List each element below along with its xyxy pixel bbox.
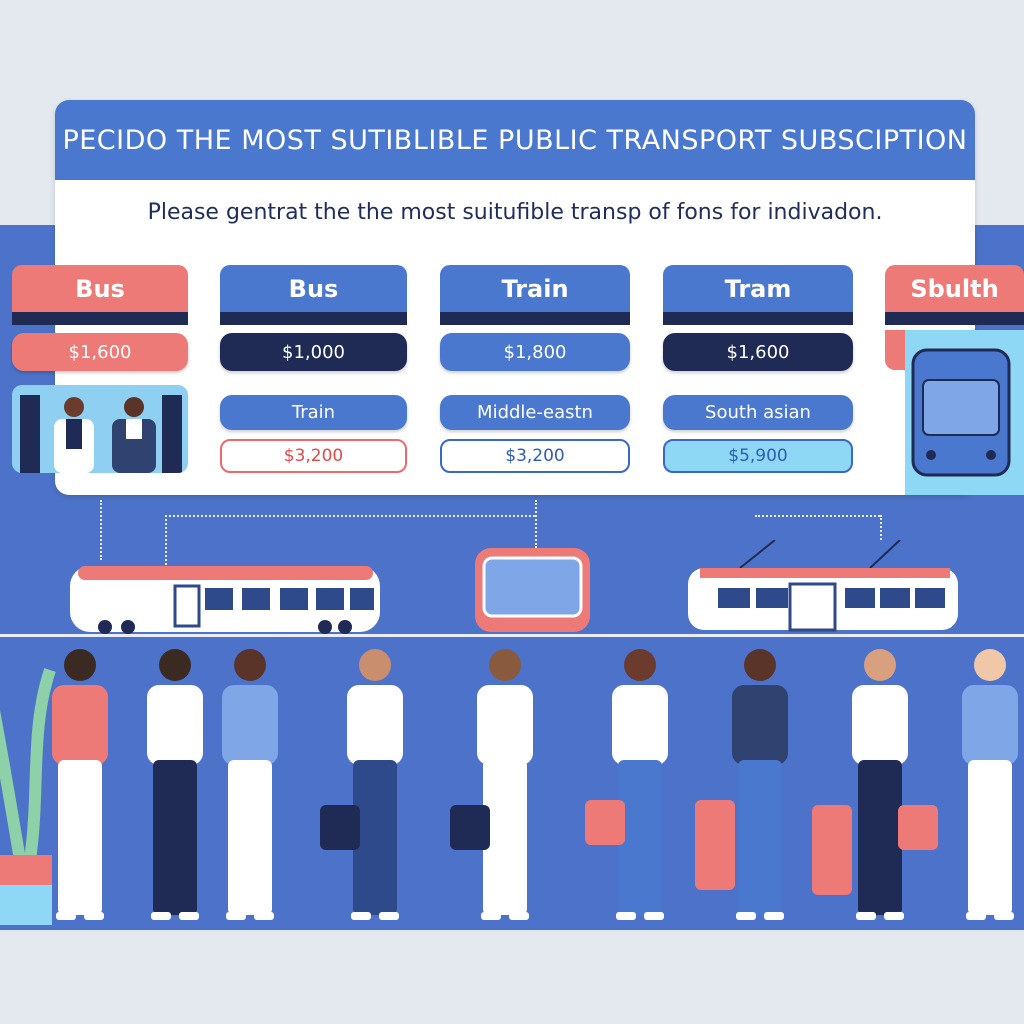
connector bbox=[165, 515, 535, 517]
passengers-image bbox=[12, 385, 188, 473]
bus-icon bbox=[70, 566, 380, 634]
card-south-header[interactable]: Sbulth bbox=[885, 265, 1024, 325]
person bbox=[222, 649, 278, 920]
option-middle-eastern[interactable]: Middle-eastn bbox=[440, 395, 630, 430]
luggage-icon bbox=[898, 805, 938, 850]
floor bbox=[0, 930, 1024, 1024]
luggage-icon bbox=[320, 805, 360, 850]
option-middle-eastern-price[interactable]: $3,200 bbox=[440, 439, 630, 473]
person bbox=[477, 649, 533, 920]
tram-front-icon bbox=[911, 348, 1011, 477]
person bbox=[852, 649, 908, 920]
card-tram-header[interactable]: Tram bbox=[663, 265, 853, 325]
person bbox=[52, 649, 108, 920]
person bbox=[962, 649, 1018, 920]
luggage-icon bbox=[812, 805, 852, 895]
person bbox=[732, 649, 788, 920]
passengers-queue bbox=[52, 649, 1018, 920]
option-train-price[interactable]: $3,200 bbox=[220, 439, 407, 473]
connector bbox=[880, 515, 882, 540]
page-title: PECIDO THE MOST SUTIBLIBLE PUBLIC TRANSP… bbox=[55, 100, 975, 180]
subtitle: Please gentrat the the most suitufible t… bbox=[147, 200, 883, 225]
card-tram-price[interactable]: $1,600 bbox=[663, 333, 853, 371]
connector bbox=[100, 500, 102, 560]
plant-icon bbox=[0, 668, 56, 925]
card-bus-header[interactable]: Bus bbox=[220, 265, 407, 325]
person bbox=[612, 649, 668, 920]
card-bus-price[interactable]: $1,600 bbox=[12, 333, 188, 371]
person bbox=[347, 649, 403, 920]
card-bus-price[interactable]: $1,000 bbox=[220, 333, 407, 371]
card-bus-header[interactable]: Bus bbox=[12, 265, 188, 325]
connector bbox=[165, 515, 167, 565]
passengers-illustration bbox=[20, 395, 182, 473]
option-south-asian[interactable]: South asian bbox=[663, 395, 853, 430]
option-train[interactable]: Train bbox=[220, 395, 407, 430]
luggage-icon bbox=[585, 800, 625, 845]
train-front-icon bbox=[475, 548, 590, 632]
luggage-icon bbox=[695, 800, 735, 890]
option-south-asian-price[interactable]: $5,900 bbox=[663, 439, 853, 473]
person bbox=[147, 649, 203, 920]
connector bbox=[535, 500, 537, 548]
platform-line bbox=[0, 634, 1024, 637]
connector bbox=[755, 515, 880, 517]
tram-window bbox=[905, 330, 1024, 495]
tram-icon bbox=[688, 540, 958, 632]
card-train-price[interactable]: $1,800 bbox=[440, 333, 630, 371]
vehicles bbox=[70, 540, 958, 634]
card-train-header[interactable]: Train bbox=[440, 265, 630, 325]
luggage-icon bbox=[450, 805, 490, 850]
